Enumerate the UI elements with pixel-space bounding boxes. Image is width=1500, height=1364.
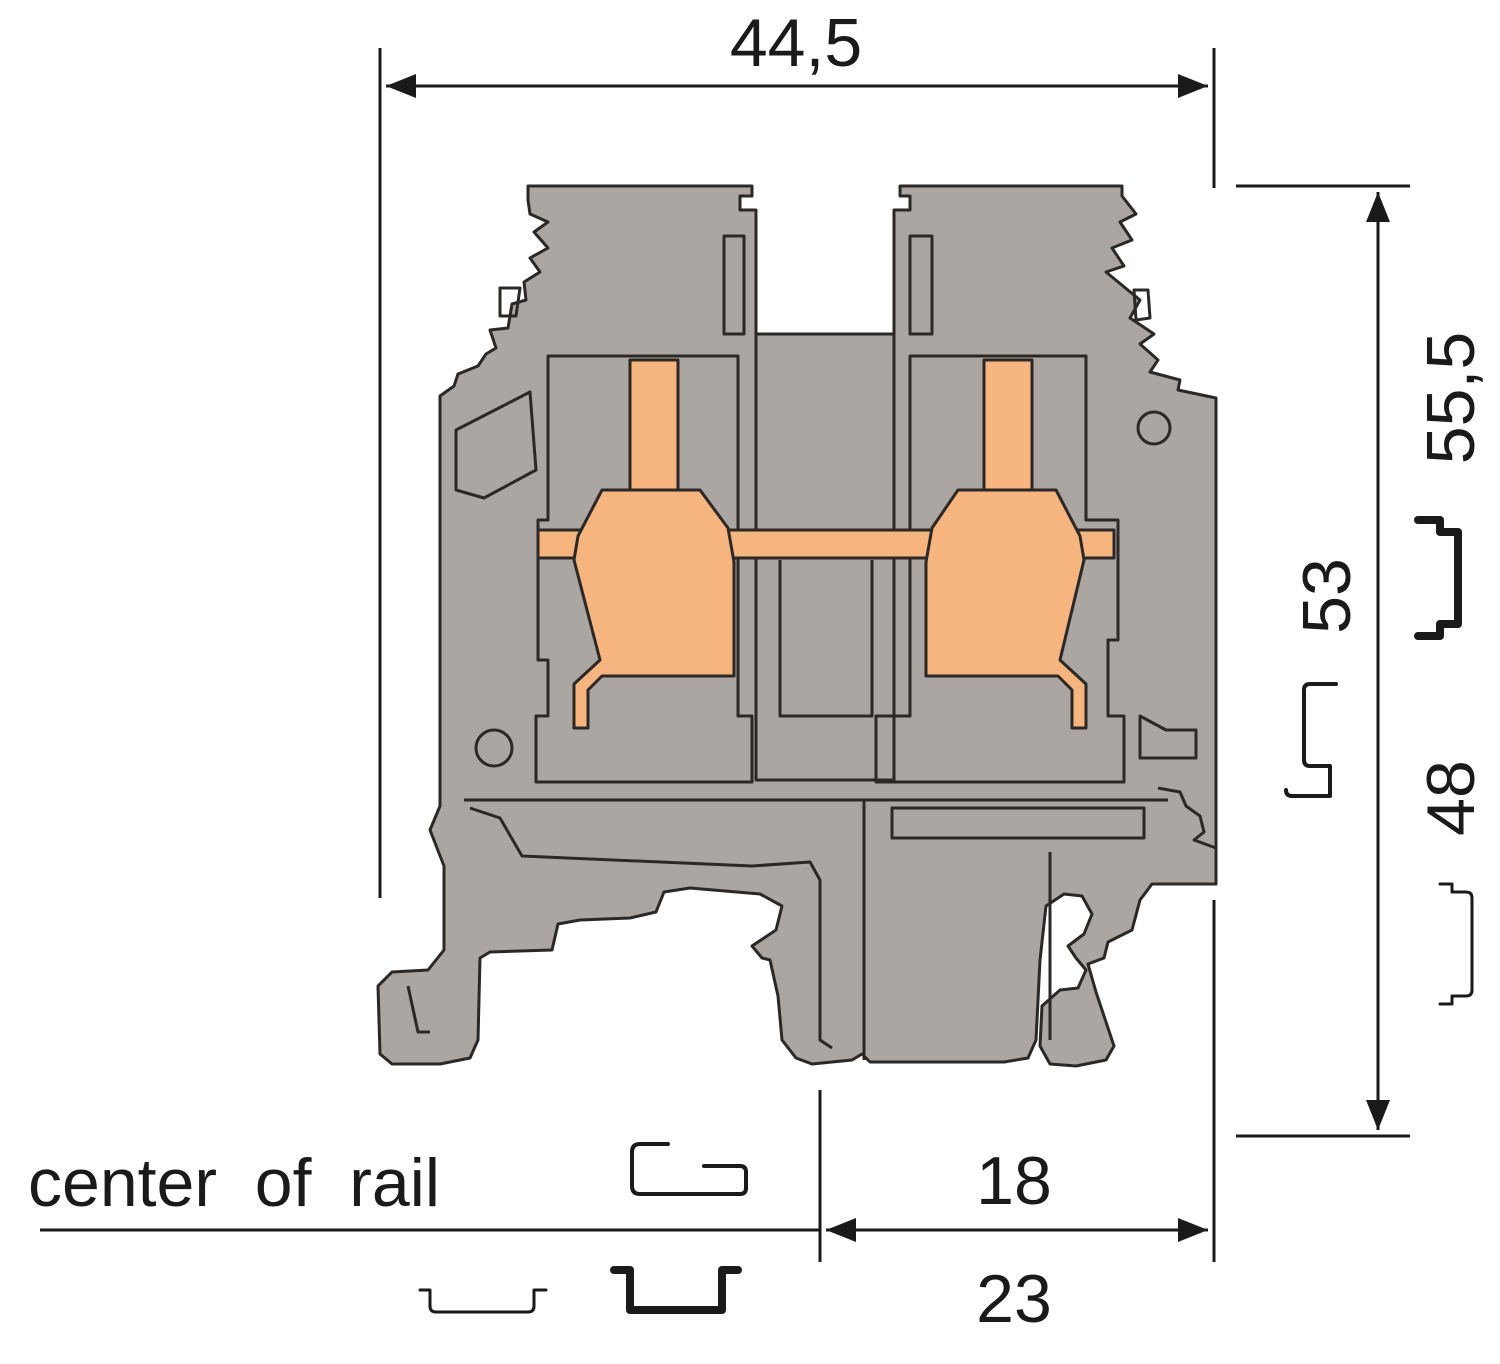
dim-width-overall-value: 44,5	[730, 5, 862, 81]
dim-depth-module-value: 18	[976, 1143, 1052, 1219]
top-hat-rail-symbol-bottom	[610, 1266, 742, 1314]
dim-width-overall	[378, 48, 1216, 898]
g-rail-symbol-bottom	[418, 1288, 548, 1314]
rail-center-label: center of rail	[28, 1145, 440, 1221]
dim-depth-pitch-value: 23	[976, 1261, 1052, 1337]
conductor-parts	[536, 358, 1116, 730]
terminal-housing	[376, 184, 1218, 1068]
dim-depth	[818, 900, 1216, 1262]
dim-height-ts35-value: 53	[1289, 558, 1365, 634]
ts35-rail-symbol	[1284, 682, 1338, 798]
ts35-rail-symbol-bottom	[630, 1142, 748, 1196]
dim-height-g-rail-value: 48	[1413, 760, 1489, 836]
g-rail-symbol	[1438, 882, 1474, 1006]
top-hat-rail-symbol	[1414, 516, 1462, 640]
dim-height	[1236, 184, 1410, 1138]
dim-height-top-rail-value: 55,5	[1413, 332, 1489, 464]
